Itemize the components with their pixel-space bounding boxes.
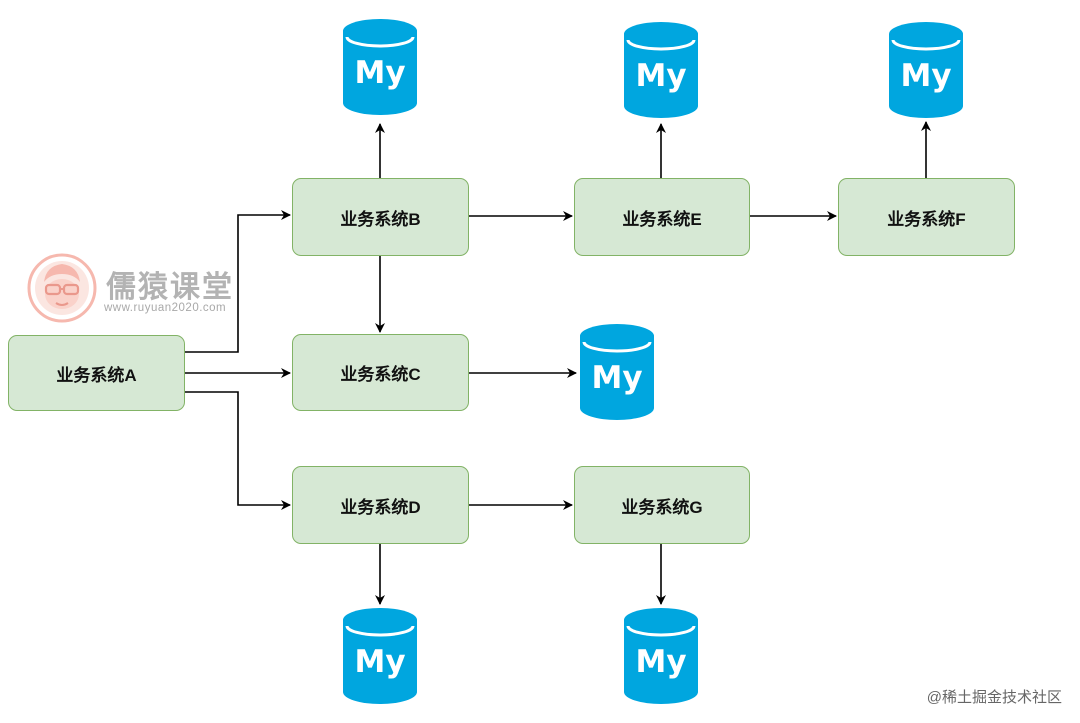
mysql-database-icon-d: My xyxy=(341,606,419,706)
system-node-d: 业务系统D xyxy=(292,466,469,544)
mysql-label: My xyxy=(354,55,405,91)
system-label-d: 业务系统D xyxy=(340,497,421,517)
system-label-a: 业务系统A xyxy=(56,365,137,385)
mysql-label: My xyxy=(635,58,686,94)
system-label-e: 业务系统E xyxy=(622,209,702,229)
mysql-database-icon-b: My xyxy=(341,17,419,117)
system-node-f: 业务系统F xyxy=(838,178,1015,256)
system-label-g: 业务系统G xyxy=(621,497,703,517)
system-node-b: 业务系统B xyxy=(292,178,469,256)
system-label-b: 业务系统B xyxy=(340,209,421,229)
mysql-label: My xyxy=(354,644,405,680)
mysql-database-icon-c: My xyxy=(578,322,656,422)
watermark-brand: 儒猿课堂 xyxy=(106,271,234,304)
system-label-c: 业务系统C xyxy=(340,365,421,384)
watermark-url: www.ruyuan2020.com xyxy=(104,302,227,314)
mysql-database-icon-f: My xyxy=(887,20,965,120)
system-node-e: 业务系统E xyxy=(574,178,750,256)
system-node-a: 业务系统A xyxy=(8,335,185,411)
system-node-c: 业务系统C xyxy=(292,334,469,411)
watermark: 儒猿课堂 www.ruyuan2020.com xyxy=(26,252,266,323)
arrow-a-to-b xyxy=(184,210,291,353)
arrow-a-to-d xyxy=(184,391,291,510)
mysql-label: My xyxy=(900,58,951,94)
mysql-database-icon-g: My xyxy=(622,606,700,706)
source-credit: @稀土掘金技术社区 xyxy=(926,689,1062,706)
monkey-logo-icon xyxy=(27,253,97,323)
mysql-label: My xyxy=(635,644,686,680)
mysql-label: My xyxy=(591,360,642,396)
system-label-f: 业务系统F xyxy=(887,209,966,229)
mysql-database-icon-e: My xyxy=(622,20,700,120)
system-node-g: 业务系统G xyxy=(574,466,750,544)
